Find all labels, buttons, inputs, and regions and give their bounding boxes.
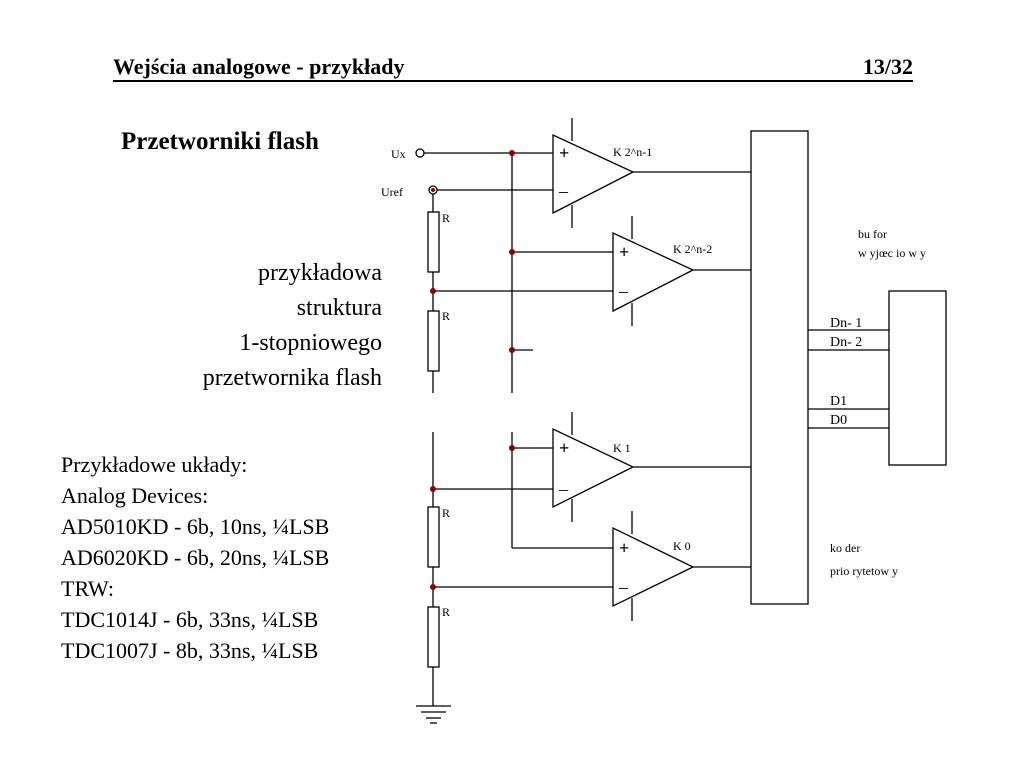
ux-label: Ux: [391, 147, 406, 161]
comparator-k1: [552, 427, 635, 509]
junction-dot: [430, 584, 436, 590]
junction-dot: [509, 347, 515, 353]
comparator-label: K 2^n-2: [673, 242, 712, 256]
resistor: [427, 310, 440, 372]
output-label: Dn- 2: [830, 335, 862, 350]
example-line: Przykładowe układy:: [61, 452, 248, 477]
description-line: struktura: [296, 295, 382, 321]
resistor-label: R: [442, 309, 450, 323]
buffer-label: w yjœc io w y: [858, 246, 926, 260]
plus-sign: +: [559, 438, 569, 458]
junction-dot: [509, 445, 515, 451]
resistor: [427, 506, 440, 568]
minus-sign: –: [618, 577, 629, 597]
plus-sign: +: [559, 143, 569, 163]
junction-dot: [431, 188, 435, 192]
resistor-label: R: [442, 506, 450, 520]
buffer-label: bu for: [858, 227, 887, 241]
minus-sign: –: [558, 479, 569, 499]
section-title: Przetworniki flash: [121, 128, 319, 155]
comparator-k0: [612, 526, 695, 608]
encoder-label: prio rytetow y: [830, 564, 898, 578]
example-line: AD5010KD - 6b, 10ns, ¼LSB: [61, 514, 330, 539]
slide-header: Wejścia analogowe - przykłady 13/32: [113, 54, 913, 82]
example-line: TDC1007J - 8b, 33ns, ¼LSB: [61, 638, 319, 663]
plus-sign: +: [619, 538, 629, 558]
junction-dot: [430, 486, 436, 492]
comparator-label: K 2^n-1: [613, 145, 652, 159]
junction-dot: [430, 288, 436, 294]
example-line: TRW:: [61, 576, 114, 601]
description-line: 1-stopniowego: [239, 330, 382, 356]
structure-description: przykładowa struktura 1-stopniowego prze…: [140, 256, 382, 396]
resistor-label: R: [442, 605, 450, 619]
junction-dot: [509, 150, 515, 156]
junction-dot: [509, 249, 515, 255]
description-line: przykładowa: [258, 260, 382, 286]
slide-title: Wejścia analogowe - przykłady: [113, 54, 405, 79]
page-number: 13/32: [862, 54, 913, 79]
priority-encoder-block: [750, 130, 809, 605]
plus-sign: +: [619, 242, 629, 262]
resistor: [427, 606, 440, 668]
output-label: D1: [830, 394, 847, 409]
example-line: Analog Devices:: [61, 483, 209, 508]
comparator-label: K 0: [673, 539, 691, 553]
minus-sign: –: [558, 181, 569, 201]
resistor: [427, 211, 440, 273]
example-line: TDC1014J - 6b, 33ns, ¼LSB: [61, 607, 319, 632]
minus-sign: –: [618, 281, 629, 301]
comparator-k2n-2: [612, 231, 695, 313]
comparator-k2n-1: [552, 133, 635, 215]
output-label: Dn- 1: [830, 316, 862, 331]
example-chips-list: Przykładowe układy: Analog Devices: AD50…: [61, 449, 329, 666]
comparator-label: K 1: [613, 441, 631, 455]
ux-terminal: [415, 148, 425, 158]
output-buffer-block: [888, 290, 947, 466]
output-label: D0: [830, 413, 847, 428]
uref-label: Uref: [381, 185, 403, 199]
example-line: AD6020KD - 6b, 20ns, ¼LSB: [61, 545, 330, 570]
description-line: przetwornika flash: [202, 365, 382, 391]
resistor-label: R: [442, 211, 450, 225]
encoder-label: ko der: [830, 541, 860, 555]
